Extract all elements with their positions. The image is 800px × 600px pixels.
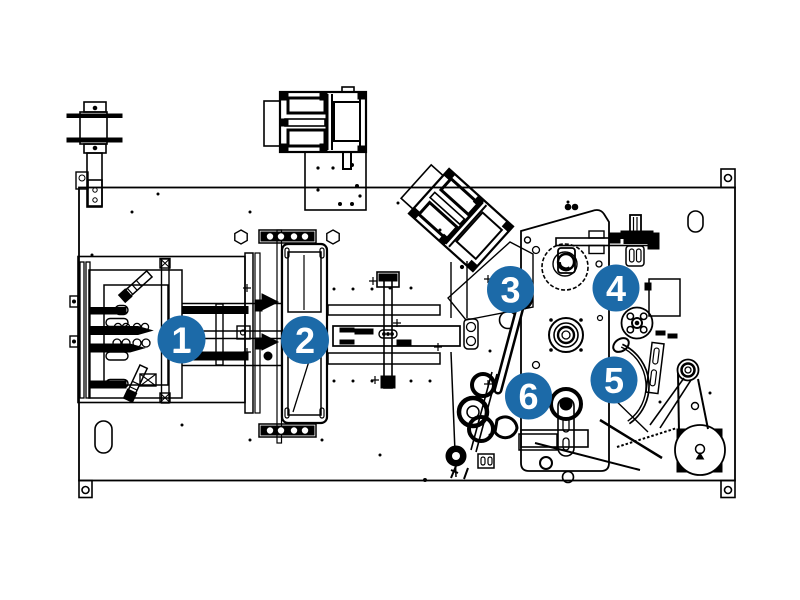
svg-text:5: 5	[604, 360, 624, 401]
svg-text:1: 1	[171, 320, 191, 361]
svg-text:6: 6	[518, 376, 538, 417]
svg-text:3: 3	[500, 270, 520, 311]
svg-text:4: 4	[606, 268, 626, 309]
svg-text:2: 2	[295, 320, 315, 361]
